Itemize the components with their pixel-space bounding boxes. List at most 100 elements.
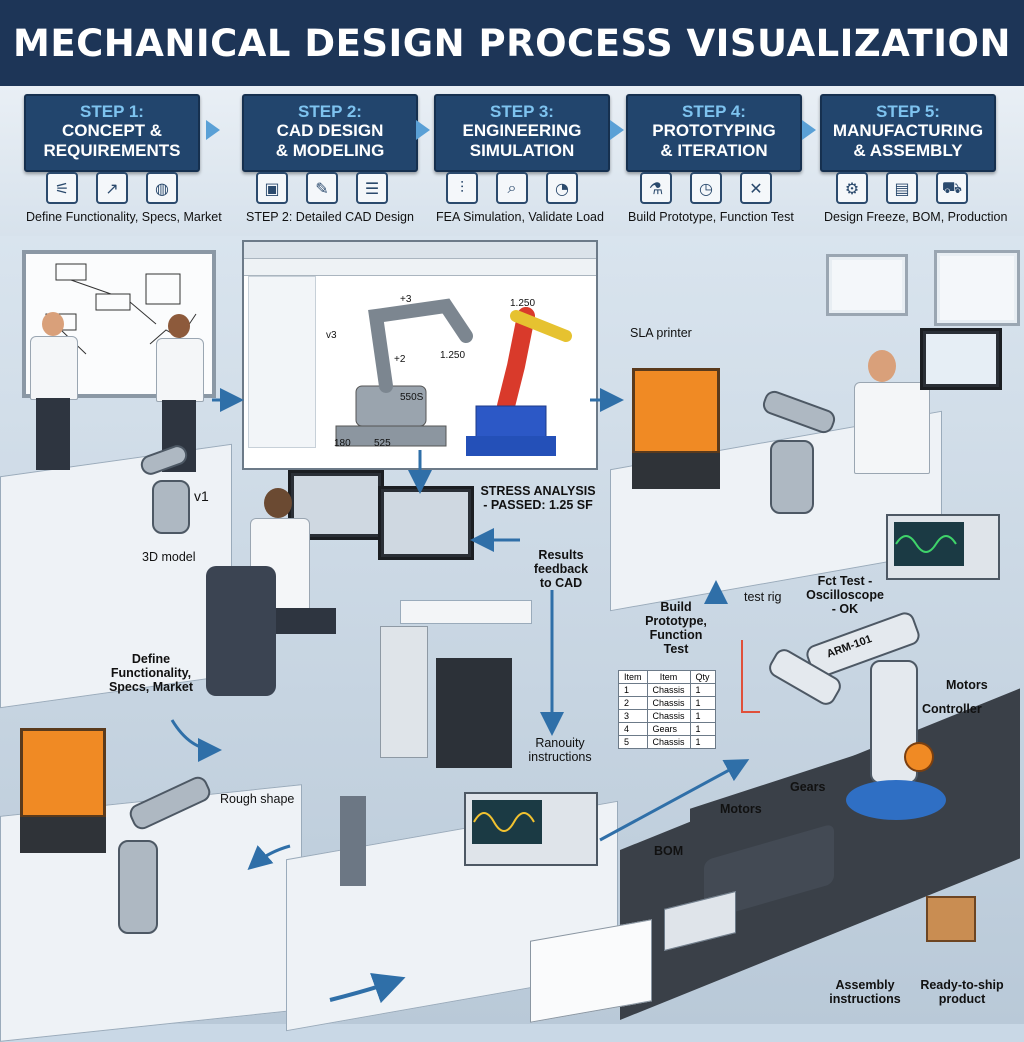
label-results-feedback: Results feedback to CAD bbox=[524, 548, 598, 590]
step-arrow-1 bbox=[206, 120, 220, 140]
chart-icon: ↗ bbox=[96, 172, 128, 204]
pc-tower bbox=[436, 658, 512, 768]
list-icon: ☰ bbox=[356, 172, 388, 204]
step-5-icons: ⚙ ▤ ⛟ bbox=[836, 172, 968, 206]
label-fct-test: Fct Test - Oscilloscope - OK bbox=[800, 574, 890, 616]
step-arrow-3 bbox=[610, 120, 624, 140]
wall-chart-left bbox=[826, 254, 908, 316]
step-3-icons: ⫶ ⌕ ◔ bbox=[446, 172, 578, 206]
label-assembly-instructions: Assembly instructions bbox=[820, 978, 910, 1006]
label-build-prototype: Build Prototype, Function Test bbox=[640, 600, 712, 656]
prototype-robot-arm bbox=[770, 440, 814, 514]
arrow-define-to-rough bbox=[170, 719, 222, 762]
step-1-name-line1: CONCEPT & bbox=[61, 121, 163, 140]
arm-101-base bbox=[846, 780, 946, 820]
arrow-to-manufacturing bbox=[329, 973, 406, 1004]
arrow-to-production bbox=[599, 759, 750, 842]
step-5-box: STEP 5: MANUFACTURING & ASSEMBLY bbox=[820, 94, 996, 172]
step-arrow-2 bbox=[416, 120, 430, 140]
results-line2: feedback bbox=[533, 562, 589, 576]
step-arrow-4 bbox=[802, 120, 816, 140]
ready-line2: product bbox=[938, 992, 986, 1006]
fct-line2: Oscilloscope bbox=[806, 588, 884, 602]
ready-line1: Ready-to-ship bbox=[920, 978, 1004, 992]
label-gears: Gears bbox=[790, 780, 826, 794]
fct-line3: - OK bbox=[831, 602, 859, 616]
cad-engineer bbox=[228, 488, 348, 728]
bom-header-row: Item Item Qty bbox=[618, 670, 716, 684]
label-3d-model: 3D model bbox=[142, 550, 196, 564]
cad-dim-525: 525 bbox=[374, 438, 391, 449]
step-2-name-line1: CAD DESIGN bbox=[276, 121, 384, 140]
step-2-box: STEP 2: CAD DESIGN & MODELING bbox=[242, 94, 418, 172]
step-3-box: STEP 3: ENGINEERING SIMULATION bbox=[434, 94, 610, 172]
step-5-number: STEP 5: bbox=[876, 102, 940, 121]
cad-dim-1250-top: 1.250 bbox=[510, 298, 536, 309]
cad-toolbar bbox=[244, 259, 596, 276]
monitor-prototype bbox=[920, 328, 1002, 390]
cad-dim-180: 180 bbox=[334, 438, 351, 449]
build-line3: Function bbox=[649, 628, 703, 642]
office-chair bbox=[206, 566, 276, 696]
step-4-name-line1: PROTOTYPING bbox=[652, 121, 776, 140]
shipping-box bbox=[926, 896, 976, 942]
stress-line1: STRESS ANALYSIS bbox=[480, 484, 596, 498]
wall-chart-right bbox=[934, 250, 1020, 326]
label-motors-arm: Motors bbox=[946, 678, 988, 692]
step-3-name-line2: SIMULATION bbox=[469, 141, 575, 160]
arrow-rough-back bbox=[247, 844, 291, 870]
step-1-icons: ⚟ ↗ ◍ bbox=[46, 172, 178, 206]
fct-line1: Fct Test - bbox=[817, 574, 873, 588]
label-stress-analysis: STRESS ANALYSIS - PASSED: 1.25 SF bbox=[472, 484, 604, 512]
step-4-icons: ⚗ ◷ ✕ bbox=[640, 172, 772, 206]
gear-component bbox=[904, 742, 934, 772]
step-2-name-line2: & MODELING bbox=[275, 141, 385, 160]
page-title: MECHANICAL DESIGN PROCESS VISUALIZATION bbox=[13, 21, 1011, 65]
results-line3: to CAD bbox=[539, 576, 583, 590]
label-sla-printer: SLA printer bbox=[630, 326, 692, 340]
cad-software-window: v3 +3 +2 550S 180 525 1.250 1.250 bbox=[242, 240, 598, 470]
cad-feature-tree bbox=[248, 276, 316, 448]
label-motors-conveyor: Motors bbox=[720, 802, 762, 816]
define-line1: Define bbox=[131, 652, 171, 666]
cube-icon: ▣ bbox=[256, 172, 288, 204]
pencil-icon: ✎ bbox=[306, 172, 338, 204]
sliders-icon: ⫶ bbox=[446, 172, 478, 204]
arrow-bom-red bbox=[741, 640, 760, 713]
define-line3: Specs, Market bbox=[108, 680, 194, 694]
sla-printer-small bbox=[20, 728, 106, 853]
flask-icon: ⚗ bbox=[640, 172, 672, 204]
drill-press bbox=[340, 796, 366, 886]
step-5-name-line2: & ASSEMBLY bbox=[853, 141, 963, 160]
step-3-number: STEP 3: bbox=[490, 102, 554, 121]
assembly-line1: Assembly bbox=[835, 978, 895, 992]
globe-icon: ◍ bbox=[146, 172, 178, 204]
oscilloscope-bench bbox=[464, 792, 598, 866]
step-4-name-line2: & ITERATION bbox=[660, 141, 768, 160]
label-bom: BOM bbox=[654, 844, 684, 858]
step-1-box: STEP 1: CONCEPT & REQUIREMENTS bbox=[24, 94, 200, 172]
robot-arm-rough-base bbox=[118, 840, 158, 934]
step-2-description: STEP 2: Detailed CAD Design bbox=[246, 210, 414, 224]
label-ready-to-ship: Ready-to-ship product bbox=[914, 978, 1010, 1006]
gear-icon: ⚙ bbox=[836, 172, 868, 204]
cad-dim-plus3: +3 bbox=[400, 294, 412, 305]
step-1-name-line2: REQUIREMENTS bbox=[43, 141, 181, 160]
oscilloscope-function-test bbox=[886, 514, 1000, 580]
magnifier-icon: ⌕ bbox=[496, 172, 528, 204]
document-icon: ▤ bbox=[886, 172, 918, 204]
label-rough-shape: Rough shape bbox=[220, 792, 295, 806]
label-test-rig: test rig bbox=[744, 590, 782, 604]
step-1-number: STEP 1: bbox=[80, 102, 144, 121]
cad-dim-550s: 550S bbox=[400, 392, 424, 403]
robot-arm-v1 bbox=[152, 480, 190, 534]
step-4-box: STEP 4: PROTOTYPING & ITERATION bbox=[626, 94, 802, 172]
step-2-icons: ▣ ✎ ☰ bbox=[256, 172, 388, 206]
step-3-description: FEA Simulation, Validate Load bbox=[436, 210, 604, 224]
